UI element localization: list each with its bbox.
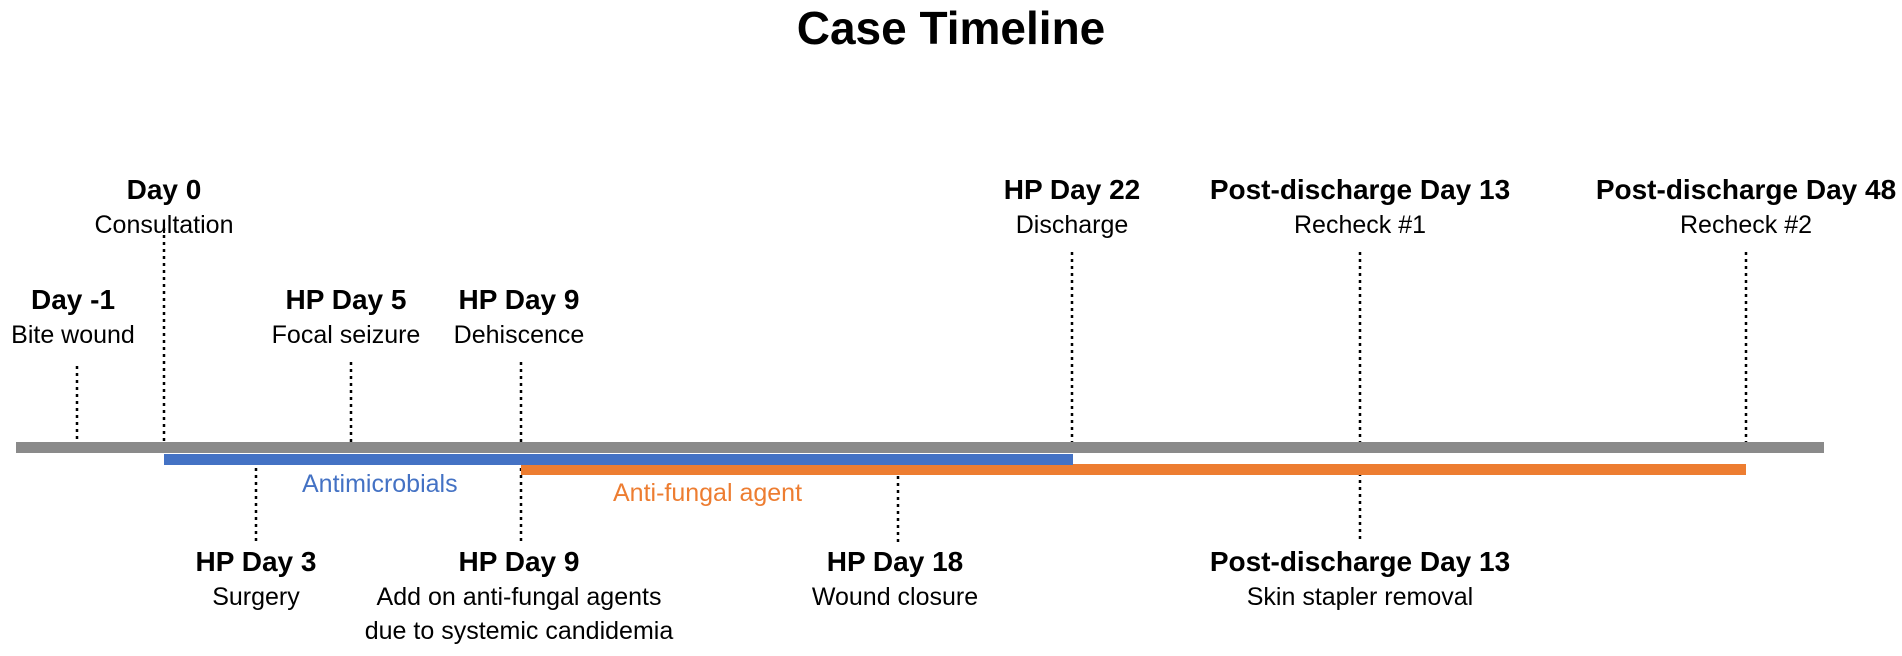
event-day-label: Day -1 bbox=[30, 284, 116, 315]
event-description: Skin stapler removal bbox=[1246, 583, 1474, 611]
event-description: Discharge bbox=[1015, 211, 1129, 239]
chart-title: Case Timeline bbox=[796, 2, 1106, 54]
event-day-label: HP Day 9 bbox=[458, 546, 580, 577]
event-day-label: HP Day 18 bbox=[826, 546, 964, 577]
main-timeline-line bbox=[16, 442, 1824, 453]
event-description: Bite wound bbox=[11, 321, 135, 349]
event-hp-day-9-above: HP Day 9 Dehiscence bbox=[339, 282, 699, 352]
antimicrobials-label: Antimicrobials bbox=[302, 470, 458, 498]
event-day-0: Day 0 Consultation bbox=[0, 172, 344, 242]
event-description: Recheck #2 bbox=[1679, 211, 1813, 239]
event-description: Wound closure bbox=[811, 583, 979, 611]
event-day-label: Post-discharge Day 48 bbox=[1595, 174, 1897, 205]
event-day-label: HP Day 9 bbox=[458, 284, 580, 315]
event-hp-day-9-below: HP Day 9 Add on anti-fungal agents due t… bbox=[339, 544, 699, 648]
event-day-label: HP Day 5 bbox=[285, 284, 407, 315]
event-description: Dehiscence bbox=[453, 321, 585, 349]
antifungal-bar bbox=[521, 464, 1746, 475]
event-description-line-2: due to systemic candidemia bbox=[364, 617, 674, 645]
event-day-label: HP Day 3 bbox=[195, 546, 317, 577]
event-description: Recheck #1 bbox=[1293, 211, 1427, 239]
event-day-label: HP Day 22 bbox=[1003, 174, 1141, 205]
event-day-label: Post-discharge Day 13 bbox=[1209, 546, 1511, 577]
event-post-discharge-13-below: Post-discharge Day 13 Skin stapler remov… bbox=[1180, 544, 1540, 614]
event-hp-day-22: HP Day 22 Discharge bbox=[892, 172, 1252, 242]
event-hp-day-18: HP Day 18 Wound closure bbox=[715, 544, 1075, 614]
event-post-discharge-13-above: Post-discharge Day 13 Recheck #1 bbox=[1180, 172, 1540, 242]
event-day-label: Day 0 bbox=[126, 174, 202, 205]
event-post-discharge-48: Post-discharge Day 48 Recheck #2 bbox=[1566, 172, 1902, 242]
antimicrobials-bar bbox=[164, 454, 1073, 465]
event-description: Surgery bbox=[212, 583, 300, 611]
event-day-label: Post-discharge Day 13 bbox=[1209, 174, 1511, 205]
event-hp-day-5: HP Day 5 Focal seizure bbox=[166, 282, 526, 352]
event-description: Consultation bbox=[94, 211, 234, 239]
event-description: Add on anti-fungal agents bbox=[376, 583, 662, 611]
event-day-minus-1: Day -1 Bite wound bbox=[0, 282, 253, 352]
antifungal-label: Anti-fungal agent bbox=[613, 479, 803, 507]
event-hp-day-3: HP Day 3 Surgery bbox=[76, 544, 436, 614]
event-description: Focal seizure bbox=[271, 321, 421, 349]
